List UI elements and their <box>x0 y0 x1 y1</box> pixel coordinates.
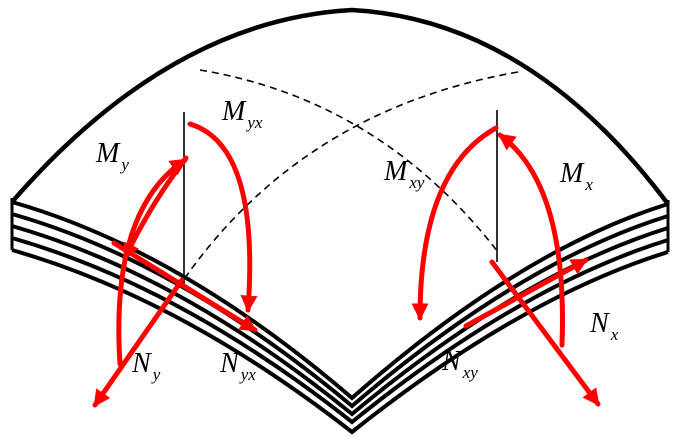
force-ny-arrow <box>92 277 185 408</box>
shell-layer-4 <box>11 236 669 425</box>
shell-top-edge <box>10 7 670 206</box>
dashed-curve-right <box>179 71 519 286</box>
moment-myx-arrow <box>187 121 258 313</box>
moment-mxy-arrow <box>411 125 499 321</box>
moment-my-arrow <box>116 157 188 367</box>
shell-layer-2 <box>11 212 669 409</box>
force-nyx-arrow <box>111 240 258 333</box>
force-nx-arrow <box>489 259 601 407</box>
moment-my-upper-arrow <box>122 155 189 261</box>
moment-mx-arrow <box>497 132 565 348</box>
shell-top-surface <box>12 10 668 398</box>
force-nxy-arrow <box>463 257 589 329</box>
shell-layer-1 <box>11 200 669 401</box>
